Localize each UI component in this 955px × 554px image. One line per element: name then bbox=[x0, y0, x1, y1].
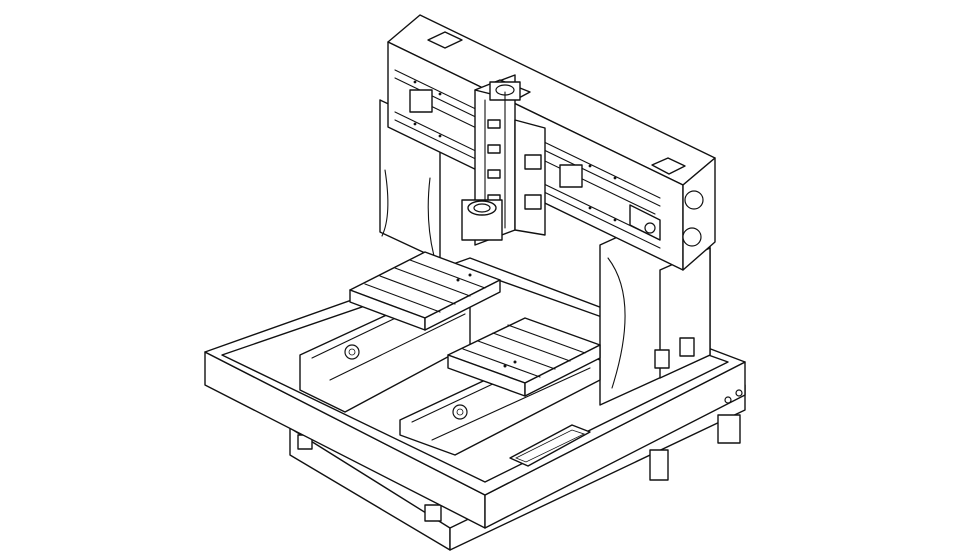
bridge-end-hole-2 bbox=[682, 227, 702, 247]
right-saddle-motor bbox=[452, 404, 468, 420]
right-saddle-rail-2 bbox=[431, 367, 591, 441]
spindle-bore bbox=[473, 203, 491, 213]
right-table-t-slots bbox=[462, 324, 586, 378]
z-carriage bbox=[514, 119, 546, 236]
left-column-rib-1 bbox=[381, 169, 389, 237]
left-saddle-rail-2 bbox=[329, 313, 466, 381]
right-table-assembly bbox=[399, 317, 601, 456]
bearing-block-right bbox=[559, 164, 583, 188]
right-column-rib bbox=[607, 257, 626, 389]
left-table-t-slots bbox=[364, 259, 486, 313]
bridge-motor-shaft bbox=[644, 222, 656, 234]
z-axis-head bbox=[461, 74, 546, 246]
z-carriage-block-2 bbox=[524, 194, 542, 210]
bridge-end-hole-1 bbox=[684, 190, 704, 210]
bearing-block-left bbox=[409, 89, 433, 113]
chip-slot bbox=[509, 424, 591, 467]
bridge-pocket-right bbox=[651, 157, 686, 175]
rail-dots bbox=[413, 80, 617, 222]
z-carriage-block-1 bbox=[524, 154, 542, 170]
right-table-side bbox=[524, 344, 601, 397]
left-table-side bbox=[424, 279, 501, 331]
chip-slot-inner bbox=[515, 429, 586, 463]
left-saddle-motor bbox=[344, 344, 360, 360]
wall-hole-1 bbox=[724, 396, 732, 404]
notch-2 bbox=[424, 504, 442, 522]
left-table-assembly bbox=[299, 251, 501, 413]
notch-4 bbox=[717, 414, 741, 444]
notch-3 bbox=[649, 449, 669, 481]
right-column-slot-1 bbox=[654, 349, 670, 369]
right-column-slot-2 bbox=[679, 337, 695, 357]
plinth-notches bbox=[297, 414, 741, 522]
wall-hole-2 bbox=[735, 389, 743, 397]
bridge-pocket-left bbox=[427, 31, 463, 49]
left-column-rib-2 bbox=[427, 177, 435, 257]
